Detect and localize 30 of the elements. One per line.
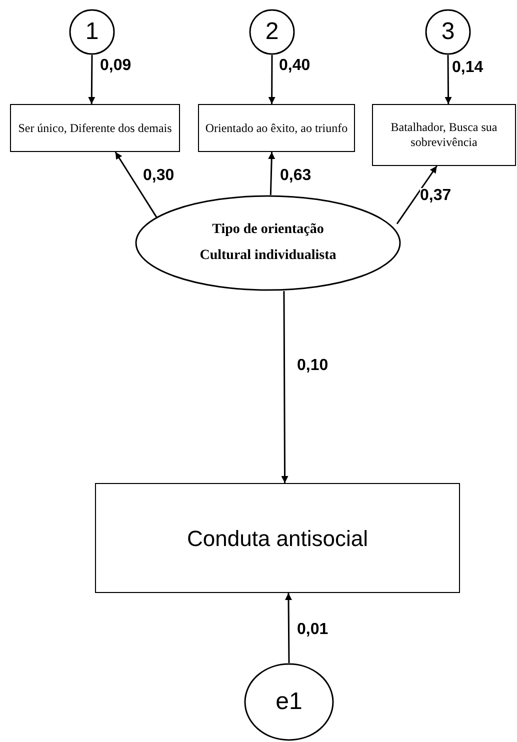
- node-label: Tipo de orientação: [212, 223, 324, 237]
- edge-label: 0,09: [100, 58, 132, 74]
- edge-label: 0,10: [297, 358, 328, 374]
- edge-label: 0,30: [143, 168, 174, 184]
- arrow: [268, 152, 276, 196]
- edge-label: 0,40: [279, 58, 310, 74]
- arrow: [268, 55, 276, 104]
- arrow: [285, 593, 292, 663]
- node-label: 3: [441, 20, 455, 44]
- arrow: [281, 291, 288, 483]
- edge-label: 0,63: [280, 168, 312, 184]
- node-label: e1: [276, 690, 302, 714]
- arrow: [444, 55, 452, 104]
- edge-label: 0,01: [297, 622, 328, 638]
- node-label: Orientado ao êxito, ao triunfo: [205, 120, 348, 136]
- arrow: [396, 166, 438, 224]
- node-label: Conduta antisocial: [186, 524, 368, 552]
- edge-label: 0,37: [420, 188, 452, 204]
- node-label: Cultural individualista: [200, 249, 336, 263]
- node-label: 1: [85, 20, 99, 44]
- variable-box: [95, 483, 460, 593]
- edge-label: 0,14: [452, 60, 484, 76]
- node-label: Batalhador, Busca sua sobrevivência: [390, 120, 498, 150]
- variable-box: [198, 104, 355, 152]
- variable-box: [10, 104, 180, 152]
- node-label: 2: [265, 20, 279, 44]
- arrow: [88, 55, 96, 104]
- variable-box: [372, 104, 516, 166]
- node-label: Ser único, Diferente dos demais: [18, 120, 172, 136]
- arrow: [114, 152, 158, 218]
